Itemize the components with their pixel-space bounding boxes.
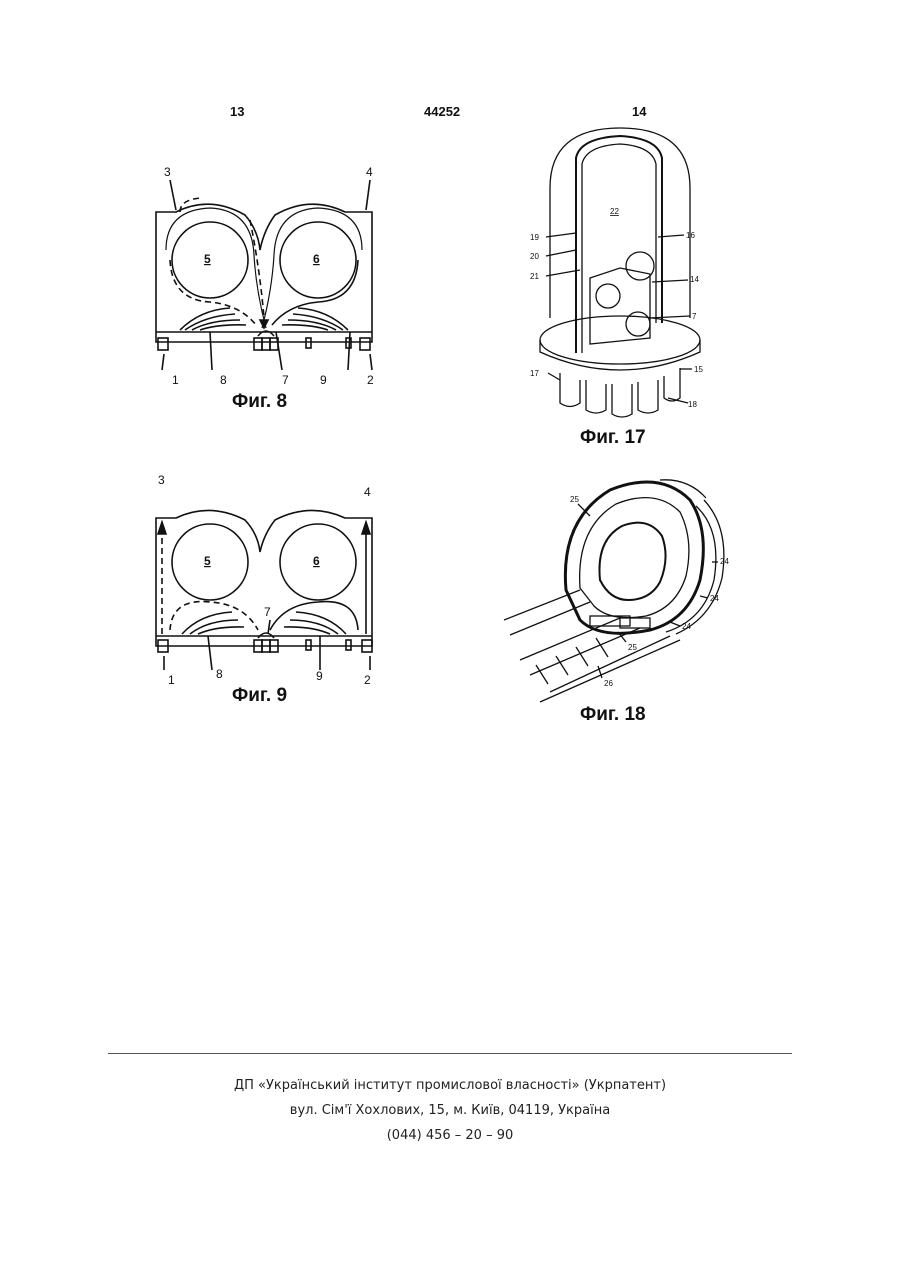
figure-18-caption: Фиг. 18 — [580, 704, 646, 726]
label-20: 20 — [530, 252, 539, 261]
label-4: 4 — [364, 485, 371, 499]
figure-17-caption: Фиг. 17 — [580, 427, 646, 449]
label-8: 8 — [220, 373, 227, 387]
label-4: 4 — [366, 165, 373, 179]
label-14: 14 — [690, 275, 699, 284]
label-2: 2 — [367, 373, 374, 387]
figure-9-drawing: 3 4 5 6 7 1 8 9 2 — [140, 470, 400, 690]
label-7: 7 — [264, 605, 271, 619]
label-3: 3 — [164, 165, 171, 179]
label-24-a: 24 — [720, 557, 729, 566]
footer-publisher: ДП «Український інститут промислової вла… — [0, 1078, 900, 1093]
label-5: 5 — [204, 554, 211, 568]
label-26: 26 — [604, 679, 613, 688]
figure-8: 3 4 5 6 1 8 7 9 2 — [140, 160, 400, 400]
label-16: 16 — [686, 231, 695, 240]
label-1: 1 — [168, 673, 175, 687]
label-19: 19 — [530, 233, 539, 242]
label-6: 6 — [313, 252, 320, 266]
label-17: 17 — [530, 369, 539, 378]
footer-phone: (044) 456 – 20 – 90 — [0, 1128, 900, 1143]
label-9: 9 — [316, 669, 323, 683]
label-24-b: 24 — [710, 594, 719, 603]
label-7: 7 — [282, 373, 289, 387]
label-21: 21 — [530, 272, 539, 281]
label-25-bottom: 25 — [628, 643, 637, 652]
figure-17: 22 19 16 20 21 14 7 17 15 18 — [520, 118, 720, 418]
label-8: 8 — [216, 667, 223, 681]
patent-number: 44252 — [424, 104, 460, 119]
figure-18: 25 24 24 24 25 26 — [500, 470, 740, 710]
figure-8-drawing: 3 4 5 6 1 8 7 9 2 — [140, 160, 400, 400]
label-5: 5 — [204, 252, 211, 266]
label-25-top: 25 — [570, 495, 579, 504]
figure-9: 3 4 5 6 7 1 8 9 2 — [140, 470, 400, 690]
page-number-right: 14 — [632, 104, 646, 119]
figure-18-drawing: 25 24 24 24 25 26 — [500, 470, 740, 710]
footer-address: вул. Сім'ї Хохлових, 15, м. Київ, 04119,… — [0, 1103, 900, 1118]
figure-9-caption: Фиг. 9 — [232, 685, 287, 707]
label-9: 9 — [320, 373, 327, 387]
label-22: 22 — [610, 207, 619, 216]
label-1: 1 — [172, 373, 179, 387]
label-6: 6 — [313, 554, 320, 568]
label-24-c: 24 — [682, 622, 691, 631]
label-3: 3 — [158, 473, 165, 487]
label-15: 15 — [694, 365, 703, 374]
page-number-left: 13 — [230, 104, 244, 119]
label-2: 2 — [364, 673, 371, 687]
figure-17-drawing: 22 19 16 20 21 14 7 17 15 18 — [520, 118, 720, 418]
footer-divider — [108, 1053, 792, 1054]
label-18: 18 — [688, 400, 697, 409]
figure-8-caption: Фиг. 8 — [232, 391, 287, 413]
label-7: 7 — [692, 312, 697, 321]
